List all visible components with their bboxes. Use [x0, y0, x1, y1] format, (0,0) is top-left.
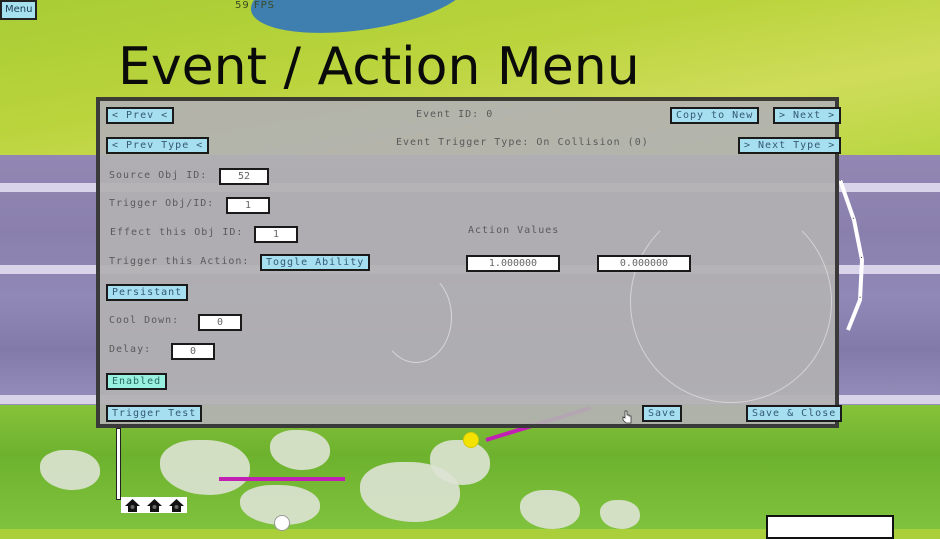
- hand-cursor-icon: [622, 410, 632, 424]
- flower-bush: [600, 500, 640, 529]
- flower-bush: [40, 450, 100, 490]
- save-button[interactable]: Save: [642, 405, 683, 422]
- faint-arc: [630, 201, 832, 403]
- trigger-action-select[interactable]: Toggle Ability: [260, 254, 371, 271]
- trigger-action-label: Trigger this Action:: [109, 256, 250, 267]
- action-value-2-input[interactable]: 0.000000: [597, 255, 691, 272]
- white-pole: [116, 428, 121, 500]
- flower-bush: [270, 430, 330, 470]
- effect-obj-input[interactable]: 1: [254, 226, 298, 243]
- white-panel: [766, 515, 894, 539]
- source-obj-input[interactable]: 52: [219, 168, 269, 185]
- next-button[interactable]: > Next >: [773, 107, 842, 124]
- source-obj-label: Source Obj ID:: [109, 170, 208, 181]
- save-close-button[interactable]: Save & Close: [746, 405, 843, 422]
- fps-counter: 59 FPS: [235, 0, 276, 11]
- house-icon: [124, 498, 140, 512]
- persistent-toggle[interactable]: Persistant: [106, 284, 189, 301]
- trigger-test-button[interactable]: Trigger Test: [106, 405, 203, 422]
- effect-obj-label: Effect this Obj ID:: [110, 227, 244, 238]
- copy-to-new-button[interactable]: Copy to New: [670, 107, 760, 124]
- action-values-label: Action Values: [468, 225, 560, 236]
- flower-bush: [430, 440, 490, 485]
- flower-bush: [160, 440, 250, 495]
- faint-arc: [380, 271, 452, 363]
- delay-label: Delay:: [109, 344, 152, 355]
- menu-button[interactable]: Menu: [0, 0, 38, 20]
- trigger-obj-label: Trigger Obj/ID:: [109, 198, 215, 209]
- lives-indicator: [121, 497, 187, 513]
- trigger-obj-input[interactable]: 1: [226, 197, 270, 214]
- flower-bush: [520, 490, 580, 529]
- cooldown-label: Cool Down:: [109, 315, 180, 326]
- prev-button[interactable]: < Prev <: [106, 107, 175, 124]
- prev-type-button[interactable]: < Prev Type <: [106, 137, 210, 154]
- event-action-dialog: < Prev < Event ID: 0 Copy to New > Next …: [96, 97, 843, 428]
- enabled-toggle[interactable]: Enabled: [106, 373, 168, 390]
- track-curve: [838, 180, 865, 331]
- cooldown-input[interactable]: 0: [198, 314, 242, 331]
- yellow-ball: [463, 432, 479, 448]
- action-value-1-input[interactable]: 1.000000: [466, 255, 560, 272]
- page-title: Event / Action Menu: [118, 37, 640, 97]
- delay-input[interactable]: 0: [171, 343, 215, 360]
- trigger-type-label: Event Trigger Type: On Collision (0): [396, 137, 649, 148]
- platform-bar: [219, 477, 345, 481]
- next-type-button[interactable]: > Next Type >: [738, 137, 842, 154]
- event-id-label: Event ID: 0: [416, 109, 494, 120]
- house-icon: [168, 498, 184, 512]
- house-icon: [146, 498, 162, 512]
